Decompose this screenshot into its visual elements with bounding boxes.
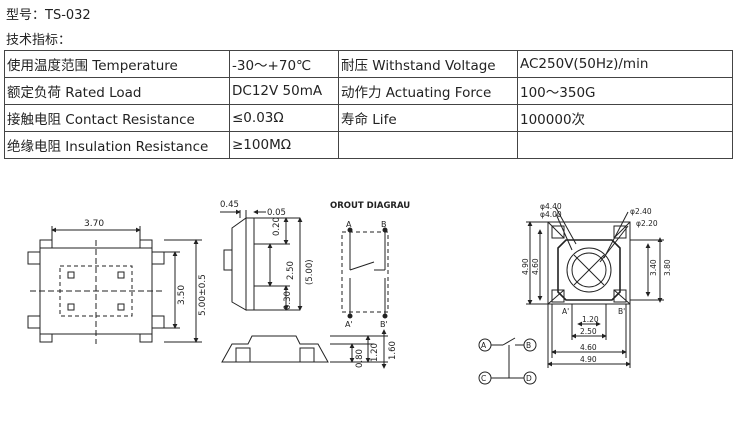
table-row: 绝缘电阻 Insulation Resistance ≥100MΩ	[4, 131, 733, 159]
dim-label: 0.30	[283, 291, 293, 310]
dim-label: 5.00±0.5	[198, 274, 208, 316]
dim-label: φ4.40	[540, 202, 562, 211]
dim-label: 1.20	[370, 343, 380, 362]
dim-label: 3.50	[177, 285, 187, 305]
spec-value: 100～350G	[517, 77, 733, 105]
spec-label: 接触电阻 Contact Resistance	[4, 104, 230, 132]
dim-label: 2.50	[286, 261, 296, 280]
schematic-label: D	[526, 374, 532, 383]
dim-label: 0.80	[355, 349, 365, 368]
terminal-label: B'	[618, 307, 625, 316]
dim-label: 4.60	[580, 343, 597, 352]
spec-label: 使用温度范围 Temperature	[4, 50, 230, 78]
dim-label: 4.90	[521, 258, 530, 275]
dim-label: 3.80	[663, 259, 672, 276]
dim-label: 0.45	[220, 200, 239, 210]
table-row: 使用温度范围 Temperature -30～+70℃ 耐压 Withstand…	[4, 50, 733, 78]
spec-label	[338, 131, 518, 159]
dim-label: φ2.20	[636, 219, 658, 228]
switch-schematic	[478, 337, 537, 385]
bottom-view-drawing	[526, 207, 664, 368]
schematic-label: C	[481, 374, 486, 383]
dim-label: φ2.40	[630, 207, 652, 216]
dim-label: 3.70	[84, 219, 104, 229]
dim-label: (5.00)	[305, 259, 315, 285]
spec-value: AC250V(50Hz)/min	[517, 50, 733, 78]
dim-label: 3.40	[649, 259, 658, 276]
terminal-label: A'	[345, 320, 353, 329]
schematic-label: A	[481, 341, 487, 350]
dim-label: 1.20	[582, 315, 599, 324]
dim-label: 4.60	[531, 258, 540, 275]
schematic-label: B	[526, 341, 531, 350]
spec-value: DC12V 50mA	[229, 77, 339, 105]
terminal-label: A'	[562, 307, 569, 316]
model-number: 型号：TS-032	[6, 8, 91, 23]
dim-label: 4.90	[580, 355, 597, 364]
terminal-label: B'	[380, 320, 388, 329]
spec-label: 耐压 Withstand Voltage	[338, 50, 518, 78]
terminal-label: B	[381, 220, 387, 229]
spec-value: ≥100MΩ	[229, 131, 339, 159]
dim-label: 2.50	[580, 327, 597, 336]
dim-label: 1.60	[388, 341, 398, 360]
side-view-drawing	[220, 209, 388, 369]
spec-heading: 技术指标：	[6, 33, 72, 48]
spec-label: 动作力 Actuating Force	[338, 77, 518, 105]
spec-value	[517, 131, 733, 159]
dim-label: φ4.00	[540, 210, 562, 219]
spec-table: 使用温度范围 Temperature -30～+70℃ 耐压 Withstand…	[4, 50, 733, 159]
top-view-drawing	[27, 226, 202, 344]
spec-value: ≤0.03Ω	[229, 104, 339, 132]
spec-label: 额定负荷 Rated Load	[4, 77, 230, 105]
dim-label: 0.05	[267, 208, 286, 218]
spec-label: 绝缘电阻 Insulation Resistance	[4, 131, 230, 159]
table-row: 额定负荷 Rated Load DC12V 50mA 动作力 Actuating…	[4, 77, 733, 105]
dim-label: 0.20	[272, 217, 282, 236]
circuit-diagram	[341, 227, 389, 319]
terminal-label: A	[346, 220, 352, 229]
circuit-diagram-title: OROUT DIAGRAU	[330, 201, 410, 211]
